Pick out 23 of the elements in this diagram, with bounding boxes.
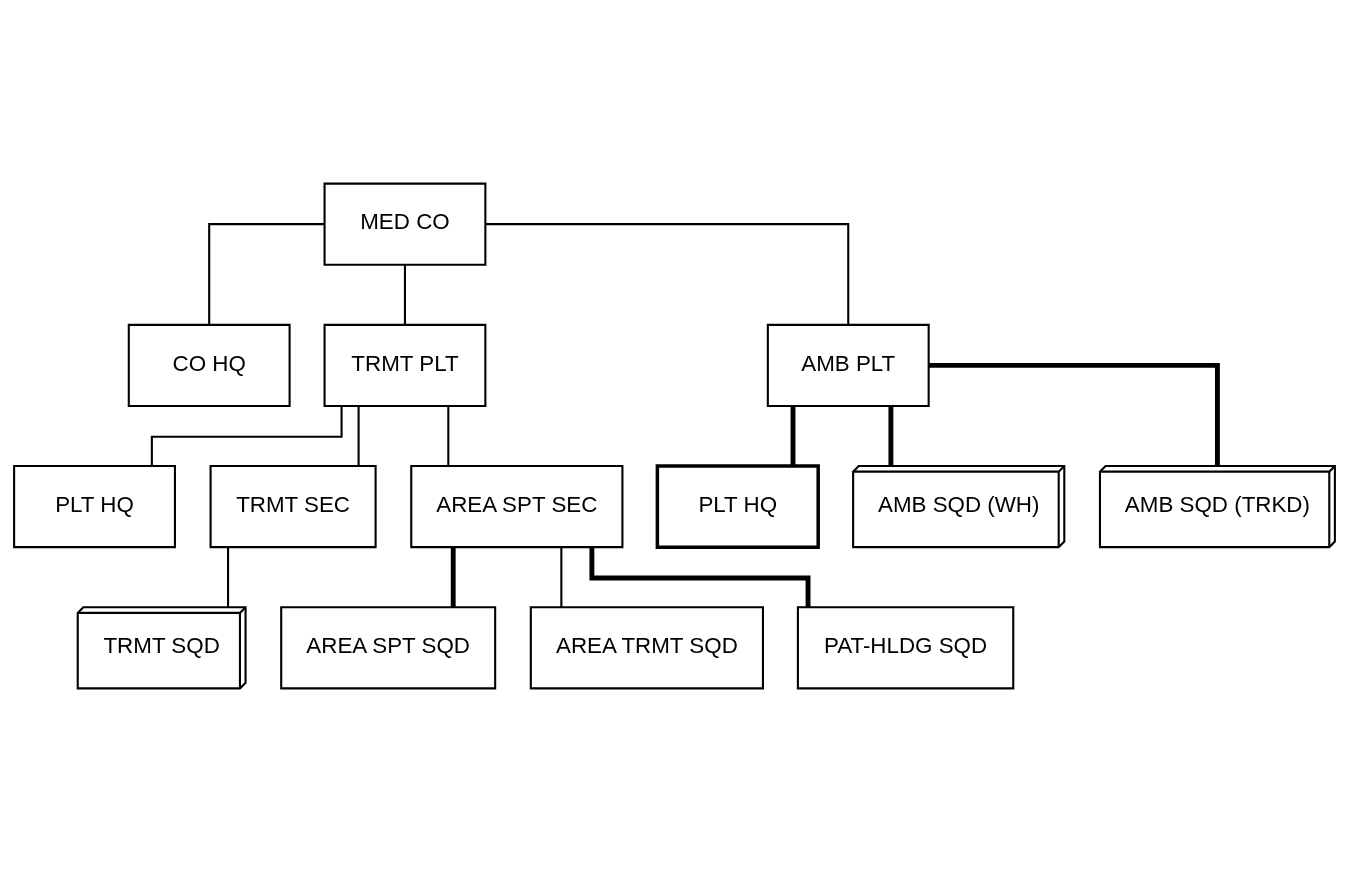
- connector: [447, 405, 450, 466]
- node-box: AREA SPT SQD: [280, 605, 497, 689]
- connector: [150, 405, 343, 466]
- connector: [485, 222, 850, 325]
- node-box: PLT HQ: [655, 463, 820, 549]
- node-box: TRMT PLT: [323, 323, 487, 407]
- node-box: AMB PLT: [766, 323, 930, 407]
- node-box: TRMT SEC: [209, 464, 377, 548]
- connector: [888, 405, 894, 466]
- connector: [928, 362, 1220, 466]
- connector: [450, 546, 456, 607]
- connector: [227, 546, 230, 607]
- node-box: PLT HQ: [13, 464, 176, 548]
- connector: [790, 405, 796, 466]
- connector: [357, 405, 360, 466]
- node-box: AREA TRMT SQD: [529, 605, 764, 689]
- node-box: CO HQ: [127, 323, 291, 407]
- node-box: MED CO: [323, 182, 487, 266]
- connector: [208, 222, 325, 325]
- node-box: AREA SPT SEC: [410, 464, 624, 548]
- node-box: PAT-HLDG SQD: [796, 605, 1015, 689]
- connector: [560, 546, 563, 607]
- connector: [403, 264, 406, 325]
